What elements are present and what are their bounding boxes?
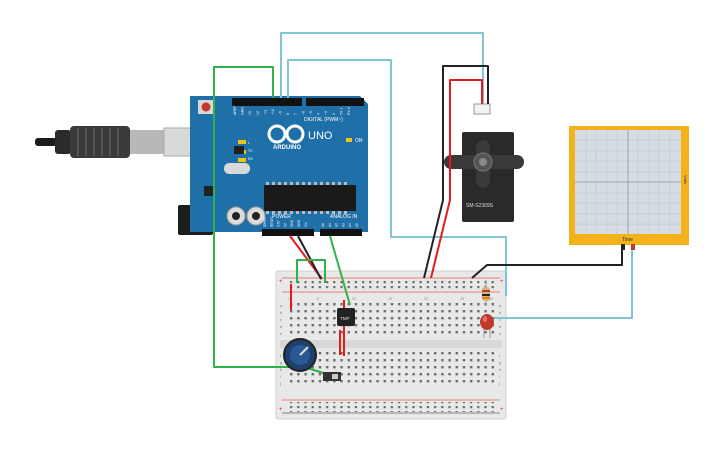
digital-header-label: DIGITAL (PWM~) bbox=[304, 117, 343, 123]
digital-pin-label: 8 bbox=[286, 113, 290, 115]
scope-side-label: V/div bbox=[683, 175, 688, 184]
led-label: RX bbox=[248, 157, 254, 161]
wire-cyan-servo-signal bbox=[280, 32, 484, 104]
analog-label: ANALOG IN bbox=[330, 214, 358, 220]
potentiometer[interactable] bbox=[283, 338, 317, 372]
svg-text:+: + bbox=[500, 407, 504, 413]
svg-text:25: 25 bbox=[460, 297, 464, 301]
analog-pin-label: A4 bbox=[348, 223, 352, 227]
svg-text:c: c bbox=[499, 317, 501, 322]
svg-text:b: b bbox=[499, 310, 502, 315]
svg-text:f: f bbox=[280, 353, 282, 358]
oscilloscope[interactable]: Time V/div bbox=[569, 126, 689, 250]
digital-pin-label: 2 bbox=[332, 113, 336, 115]
power-pin-label: IOREF bbox=[263, 217, 267, 227]
svg-text:h: h bbox=[280, 367, 282, 372]
resistor bbox=[482, 280, 490, 306]
breadboard-column-numbers: 1 5 10 15 20 25 30 bbox=[288, 297, 493, 301]
svg-text:+: + bbox=[500, 279, 504, 285]
svg-text:e: e bbox=[280, 331, 283, 336]
atmega-chip bbox=[264, 185, 356, 211]
wire-green-jumper bbox=[296, 259, 326, 283]
digital-pin-label: GND bbox=[241, 107, 245, 115]
svg-text:j: j bbox=[279, 381, 281, 386]
slide-switch[interactable] bbox=[323, 372, 341, 381]
digital-pin-label: ~10 bbox=[271, 109, 275, 115]
power-pin-label: 5V bbox=[283, 222, 287, 227]
wire-green-analog bbox=[329, 235, 351, 306]
wire-black-servo bbox=[423, 65, 489, 279]
arduino-brand-text: ARDUINO bbox=[273, 145, 301, 151]
breadboard[interactable]: + + + + a b c d e a b c d e f g h i j f … bbox=[275, 270, 507, 420]
wire-cyan-scope bbox=[494, 250, 633, 319]
svg-text:i: i bbox=[280, 374, 281, 379]
digital-pin-label: 12 bbox=[256, 111, 260, 115]
svg-text:a: a bbox=[280, 303, 283, 308]
servo-motor[interactable]: SM-S2309S bbox=[444, 103, 524, 222]
digital-pin-label: AREF bbox=[233, 106, 237, 115]
wire-black-gnd bbox=[297, 235, 322, 280]
digital-pin-label: 4 bbox=[317, 113, 321, 115]
svg-text:b: b bbox=[280, 310, 283, 315]
digital-pin-label: RX 0 bbox=[347, 107, 351, 115]
digital-pin-label: TX 1 bbox=[339, 108, 343, 115]
wire-black-scope bbox=[471, 250, 623, 279]
svg-text:i: i bbox=[499, 374, 500, 379]
svg-text:1: 1 bbox=[288, 297, 290, 301]
usb-cable bbox=[35, 126, 195, 158]
svg-text:j: j bbox=[498, 381, 500, 386]
svg-text:30: 30 bbox=[489, 297, 493, 301]
svg-text:10: 10 bbox=[352, 297, 356, 301]
power-pin-label: GND bbox=[290, 219, 294, 227]
svg-text:d: d bbox=[280, 324, 282, 329]
svg-text:g: g bbox=[280, 360, 282, 365]
analog-pin-label: A1 bbox=[328, 223, 332, 227]
power-label: POWER bbox=[272, 214, 291, 220]
wires bbox=[213, 32, 633, 377]
arduino-model-text: UNO bbox=[308, 130, 333, 142]
svg-text:h: h bbox=[499, 367, 501, 372]
svg-text:15: 15 bbox=[388, 297, 392, 301]
svg-text:+: + bbox=[279, 407, 283, 413]
arduino-logo bbox=[267, 124, 305, 144]
on-label: ON bbox=[355, 138, 363, 144]
svg-text:a: a bbox=[499, 303, 502, 308]
led-label: L bbox=[248, 141, 250, 145]
analog-pin-label: A0 bbox=[321, 223, 325, 227]
svg-text:d: d bbox=[499, 324, 501, 329]
digital-pin-label: ~6 bbox=[301, 111, 305, 115]
digital-pin-label: 13 bbox=[248, 111, 252, 115]
svg-text:f: f bbox=[499, 353, 501, 358]
wire-cyan-led bbox=[287, 59, 507, 296]
analog-pin-label: A5 bbox=[355, 223, 359, 227]
breadboard-row-letters-top: a b c d e a b c d e bbox=[280, 303, 502, 336]
svg-text:e: e bbox=[499, 331, 502, 336]
power-pin-label: RESET bbox=[270, 216, 274, 227]
digital-pin-label: ~9 bbox=[279, 111, 283, 115]
svg-text:+: + bbox=[279, 279, 283, 285]
analog-pin-label: A3 bbox=[341, 223, 345, 227]
digital-pin-label: ~5 bbox=[309, 111, 313, 115]
power-pin-label: Vin bbox=[304, 222, 308, 227]
wire-red-servo bbox=[430, 79, 483, 279]
power-pin-label: GND bbox=[297, 219, 301, 227]
servo-model-label: SM-S2309S bbox=[466, 203, 494, 209]
digital-pin-label: ~3 bbox=[324, 111, 328, 115]
scope-time-label: Time bbox=[622, 237, 633, 243]
svg-text:20: 20 bbox=[424, 297, 428, 301]
led-label: TX bbox=[248, 149, 253, 153]
arduino-uno[interactable]: ARDUINO UNO DIGITAL (PWM~) ON POWER ANAL… bbox=[190, 96, 368, 236]
svg-text:c: c bbox=[280, 317, 282, 322]
analog-pin-label: A2 bbox=[335, 223, 339, 227]
temperature-sensor[interactable]: TMP bbox=[337, 308, 355, 326]
digital-pin-label: ~11 bbox=[263, 109, 267, 115]
svg-text:g: g bbox=[499, 360, 501, 365]
breadboard-row-letters-bottom: f g h i j f g h i j bbox=[279, 353, 501, 386]
red-led[interactable] bbox=[480, 314, 494, 338]
power-pin-label: 3.3V bbox=[277, 220, 281, 227]
sensor-label: TMP bbox=[340, 316, 350, 321]
svg-text:5: 5 bbox=[317, 297, 319, 301]
digital-pin-label: 7 bbox=[294, 113, 298, 115]
